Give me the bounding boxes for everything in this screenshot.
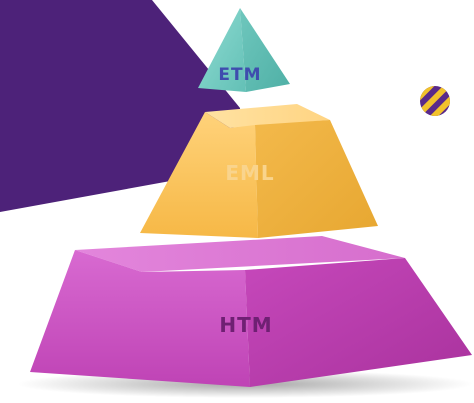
top-tier-right-face bbox=[240, 8, 290, 92]
bottom-tier-right-face bbox=[245, 258, 472, 387]
striped-circle-logo-icon bbox=[420, 86, 450, 116]
bottom-tier-label: HTM bbox=[219, 313, 272, 337]
pyramid-tier-middle bbox=[140, 104, 378, 238]
top-tier-label: ETM bbox=[218, 65, 261, 85]
bottom-tier-top-face bbox=[75, 236, 405, 272]
middle-tier-label: EML bbox=[225, 161, 274, 185]
middle-tier-top-face bbox=[205, 104, 330, 128]
pyramid-tier-bottom bbox=[30, 236, 472, 387]
middle-tier-right-face bbox=[255, 120, 378, 238]
pyramid-tier-top bbox=[198, 8, 290, 92]
bottom-tier-front-face bbox=[30, 250, 250, 387]
top-tier-left-face bbox=[198, 8, 246, 92]
middle-tier-front-face bbox=[140, 112, 258, 238]
